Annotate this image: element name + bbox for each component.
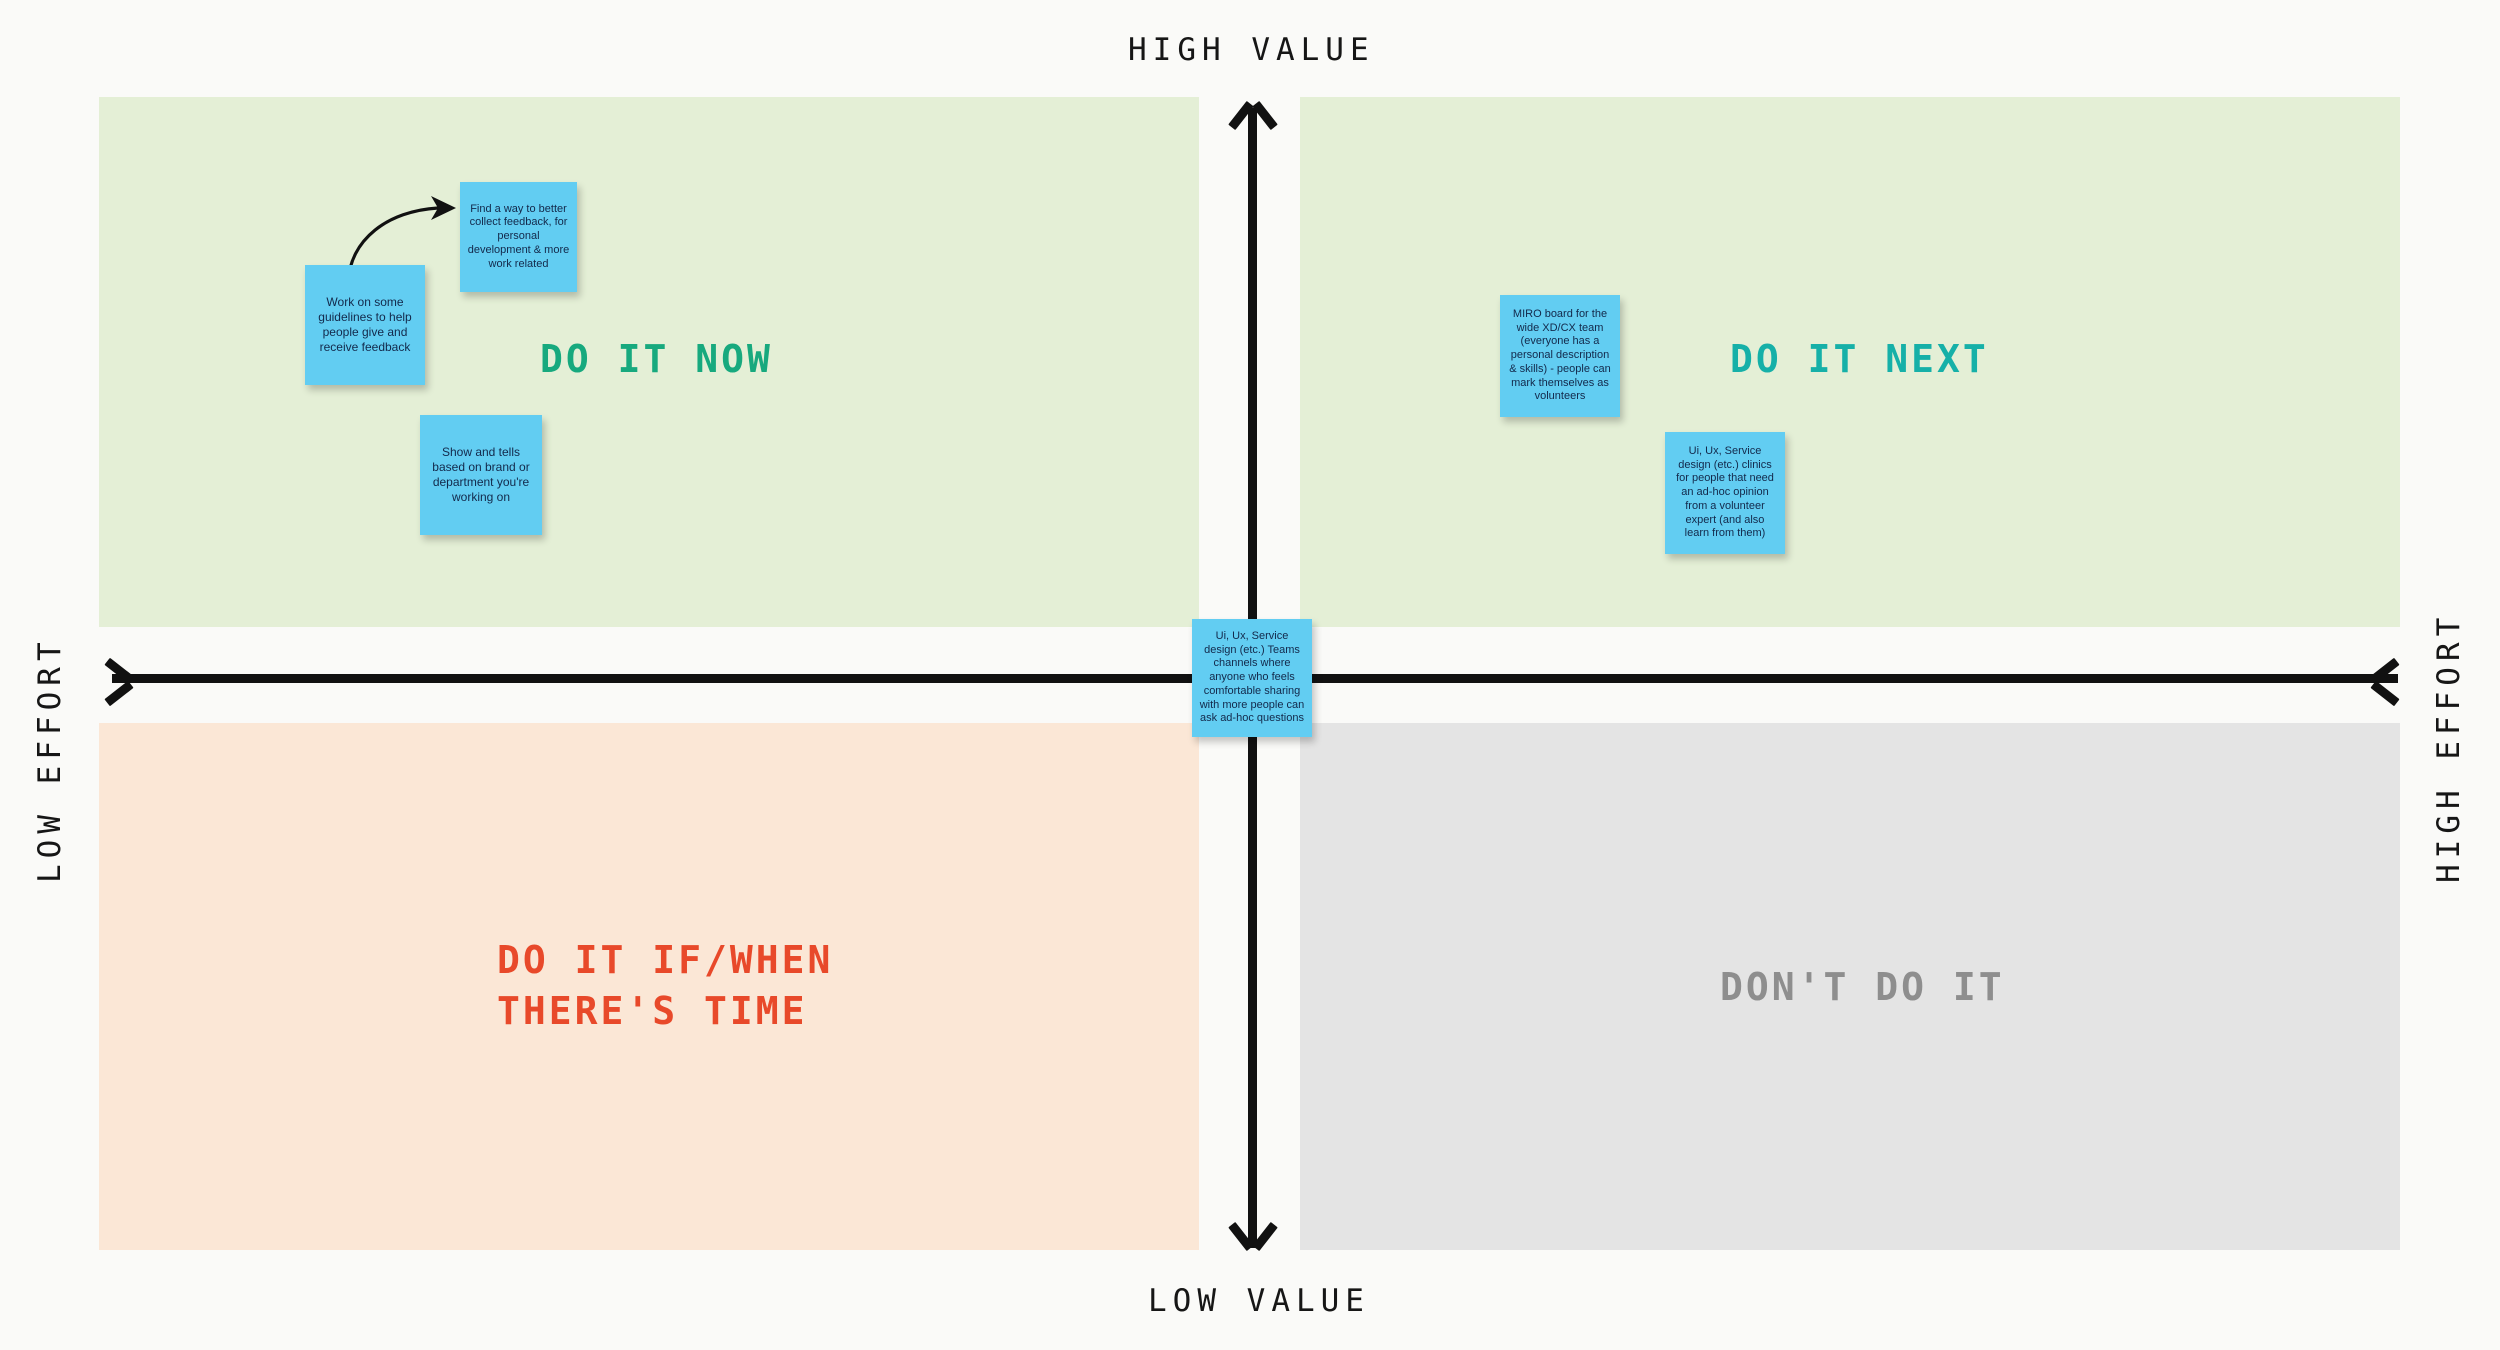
sticky-note-text: Find a way to better collect feedback, f…	[467, 202, 570, 270]
quadrant-do-it-if-when-there-is-time	[99, 723, 1199, 1250]
sticky-note-text: Work on some guidelines to help people g…	[318, 295, 412, 354]
quadrant-do-it-next	[1300, 97, 2400, 627]
sticky-note[interactable]: Show and tells based on brand or departm…	[420, 415, 542, 535]
sticky-note[interactable]: Work on some guidelines to help people g…	[305, 265, 425, 385]
sticky-note[interactable]: Find a way to better collect feedback, f…	[460, 182, 577, 292]
quadrant-do-it-now	[99, 97, 1199, 627]
axis-label-high-value: HIGH VALUE	[1128, 32, 1375, 68]
sticky-note[interactable]: MIRO board for the wide XD/CX team (ever…	[1500, 295, 1620, 417]
sticky-note-text: MIRO board for the wide XD/CX team (ever…	[1509, 307, 1611, 403]
sticky-note-text: Show and tells based on brand or departm…	[432, 445, 530, 504]
arrow-left-icon	[104, 657, 142, 707]
sticky-note-text: Ui, Ux, Service design (etc.) Teams chan…	[1199, 629, 1305, 725]
sticky-note-text: Ui, Ux, Service design (etc.) clinics fo…	[1676, 444, 1774, 540]
quadrant-dont-do-it	[1300, 723, 2400, 1250]
axis-label-low-value: LOW VALUE	[1148, 1283, 1370, 1319]
sticky-note[interactable]: Ui, Ux, Service design (etc.) clinics fo…	[1665, 432, 1785, 554]
arrow-up-icon	[1228, 100, 1278, 134]
quadrant-label-do-it-next: DO IT NEXT	[1730, 337, 1989, 381]
axis-label-high-effort: HIGH EFFORT	[2431, 611, 2467, 883]
quadrant-label-dont-do-it: DON'T DO IT	[1720, 965, 2005, 1009]
quadrant-label-do-it-if-when-there-is-time: DO IT IF/WHEN THERE'S TIME	[497, 938, 834, 1034]
sticky-note[interactable]: Ui, Ux, Service design (etc.) Teams chan…	[1192, 619, 1312, 737]
arrow-down-icon	[1228, 1218, 1278, 1252]
quadrant-label-do-it-now: DO IT NOW	[540, 337, 773, 381]
axis-label-low-effort: LOW EFFORT	[32, 636, 68, 883]
arrow-right-icon	[2368, 657, 2406, 707]
